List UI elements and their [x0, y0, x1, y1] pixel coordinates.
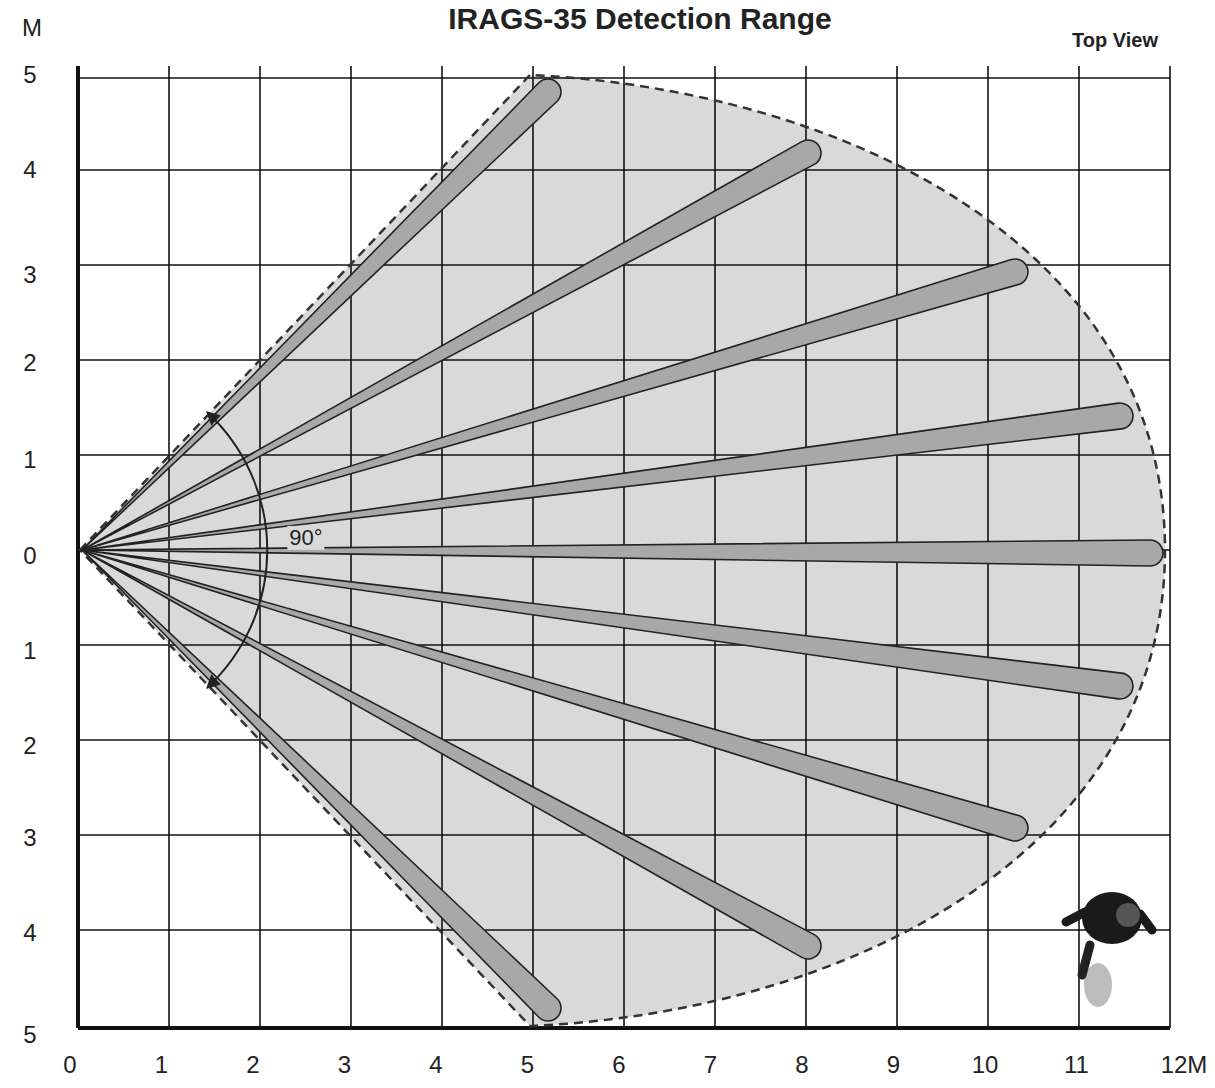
tick-label: 4 — [429, 1052, 442, 1078]
tick-label: 7 — [704, 1052, 717, 1078]
tick-label: 11 — [1064, 1052, 1089, 1078]
tick-label: 5 — [521, 1052, 534, 1078]
axis-unit: 12M — [1161, 1052, 1208, 1078]
view-label: Top View — [1072, 29, 1158, 51]
tick-label: 1 — [23, 447, 36, 473]
zone-outline — [80, 75, 1165, 1026]
detection-beams — [82, 79, 1163, 1021]
angle-arc — [208, 413, 267, 687]
tick-label: 6 — [612, 1052, 625, 1078]
tick-label: 8 — [795, 1052, 808, 1078]
angle-label: 90° — [287, 526, 324, 550]
tick-label: 3 — [338, 1052, 351, 1078]
tick-label: 5 — [23, 1022, 36, 1048]
axis-unit: M — [22, 15, 42, 41]
tick-label: 4 — [23, 920, 36, 946]
tick-label: 0 — [63, 1052, 76, 1078]
tick-label: 5 — [23, 62, 36, 88]
tick-label: 2 — [23, 350, 36, 376]
tick-label: 1 — [23, 638, 36, 664]
tick-label: 3 — [23, 262, 36, 288]
tick-label: 3 — [23, 825, 36, 851]
tick-label: 0 — [23, 543, 36, 569]
tick-label: 2 — [23, 733, 36, 759]
tick-label: 4 — [23, 157, 36, 183]
person-icon — [1066, 892, 1152, 1007]
detection-zone — [80, 75, 1165, 1026]
chart-title: IRAGS-35 Detection Range — [448, 2, 831, 35]
tick-label: 9 — [887, 1052, 900, 1078]
tick-label: 2 — [246, 1052, 259, 1078]
tick-label: 10 — [972, 1052, 999, 1078]
grid-lines — [78, 66, 1170, 1028]
tick-label: 1 — [155, 1052, 168, 1078]
